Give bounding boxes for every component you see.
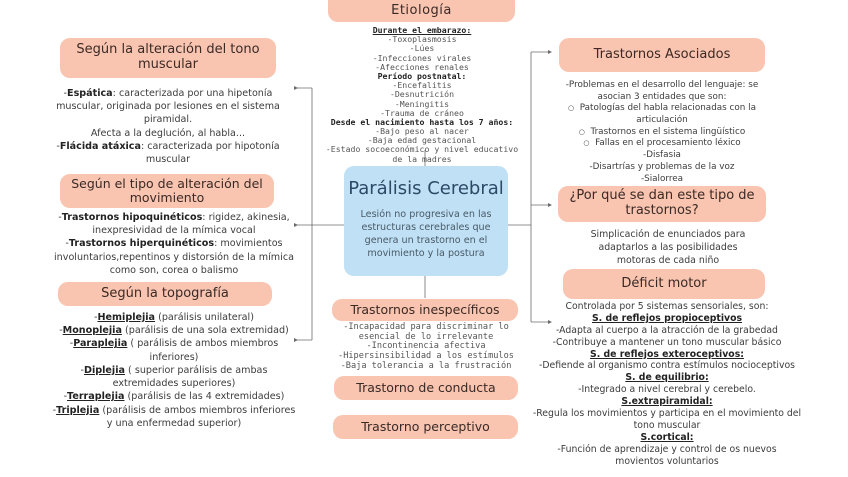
etiologia-item: -Trauma de cráneo (380, 107, 464, 118)
topo-item: -Paraplejia ( parálisis de ambos miembro… (69, 338, 279, 363)
tipo-title: Según el tipo de alteración del movimien… (60, 174, 274, 208)
tono-content: -Espática: caracterizada por una hipeton… (48, 87, 288, 166)
asociados-title: Trastornos Asociados (559, 38, 765, 72)
inesp-item: -Hipersinsibilidad a los estímulos (338, 350, 514, 361)
deficit-content: Controlada por 5 sistemas sensoriales, s… (532, 301, 802, 467)
etiologia-item: -Baja edad gestacional (367, 135, 477, 146)
tono-title: Según la alteración del tono muscular (60, 38, 276, 78)
deficit-item: -Defiende al organismo contra estímulos … (538, 360, 796, 372)
deficit-intro: Controlada por 5 sistemas sensoriales, s… (565, 301, 769, 312)
tono-espatica: -Espática: caracterizada por una hipeton… (56, 88, 280, 126)
topo-content: -Hemiplejia (parálisis unilateral) -Mono… (52, 311, 296, 430)
tipo-hipoquineticos: -Trastornos hipoquinéticos: rigidez, aki… (58, 212, 290, 237)
etiologia-item: -Toxoplasmosis (387, 34, 457, 45)
conducta-title: Trastorno de conducta (334, 376, 518, 400)
etiologia-item: -Encefalitis (392, 80, 452, 91)
inesp-item: -Incapacidad para discriminar lo esencia… (343, 322, 509, 342)
tipo-hiperquineticos: -Trastornos hiperquinéticos: movimientos… (54, 238, 294, 276)
etiologia-heading-embarazo: Durante el embarazo: (372, 25, 472, 35)
etiologia-item: -Afecciones renales (375, 61, 469, 72)
deficit-system-propioceptivos: S. de reflejos propioceptivos (591, 312, 743, 324)
asociados-content: -Problemas en el desarrollo del lenguaje… (554, 80, 770, 185)
deficit-system-exteroceptivos: S. de reflejos exteroceptivos: (590, 348, 744, 360)
topo-item: -Diplejia ( superior parálisis de ambas … (80, 364, 268, 390)
asociados-item: -Disartrías y problemas de la voz (589, 161, 735, 172)
porque-content: Simplicación de enunciados para adaptarl… (590, 229, 746, 266)
deficit-system-equilibrio: S. de equilibrio: (625, 372, 709, 384)
asociados-intro: -Problemas en el desarrollo del lenguaje… (565, 80, 759, 102)
deficit-title: Déficit motor (563, 269, 765, 299)
inesp-item: -Baja tolerancia a la frustración (340, 360, 512, 371)
inesp-item: -Incontinencia afectiva (366, 341, 486, 352)
etiologia-item: -Infecciones virales (372, 52, 472, 63)
asociados-item: -Sialorrea (640, 173, 684, 184)
etiologia-item: -Desnutrición (389, 89, 455, 100)
etiologia-item: -Estado socoeconómico y nivel educativo … (325, 144, 519, 164)
etiologia-content: Durante el embarazo: -Toxoplasmosis -Lúe… (322, 25, 522, 164)
topo-item: -Terraplejia (parálisis de las 4 extremi… (63, 391, 285, 403)
deficit-item: -Integrado a nivel cerebral y cerebelo. (578, 384, 756, 396)
asociados-bullet: ○ Fallas en el procesamiento léxico (583, 138, 741, 149)
center-title: Parálisis Cerebral (348, 178, 504, 199)
etiologia-heading-postnatal: Período postnatal: (377, 70, 467, 81)
tipo-content: -Trastornos hipoquinéticos: rigidez, aki… (52, 211, 296, 277)
center-description: Lesión no progresiva en las estructuras … (360, 209, 492, 259)
deficit-system-cortical: S.cortical: (640, 431, 694, 443)
deficit-item: -Función de aprendizaje y control de os … (557, 443, 777, 467)
etiologia-item: -Lúes (409, 43, 435, 54)
etiologia-title: Etiología (328, 0, 515, 22)
perceptivo-title: Trastorno perceptivo (333, 415, 518, 439)
deficit-item: -Regula los movimientos y participa en e… (532, 408, 802, 431)
asociados-bullet: ○ Trastornos en el sistema lingüístico (578, 126, 746, 137)
deficit-item: -Adapta al cuerpo a la atracción de la g… (556, 324, 778, 336)
etiologia-item: -Bajo peso al nacer (375, 126, 469, 137)
tono-espatica-extra: Afecta a la deglución, al habla... (90, 127, 246, 139)
topo-item: -Monoplejia (parálisis de una sola extre… (59, 325, 289, 337)
center-node: Parálisis Cerebral Lesión no progresiva … (344, 166, 508, 276)
topo-item: -Hemiplejia (parálisis unilateral) (94, 312, 254, 323)
etiologia-heading-nacimiento: Desde el nacimiento hasta los 7 años: (330, 116, 514, 127)
deficit-system-extrapiramidal: S.extrapiramidal: (621, 396, 713, 408)
asociados-item: -Disfasia (643, 150, 681, 161)
inesp-content: -Incapacidad para discriminar lo esencia… (336, 322, 516, 371)
topo-item: -Triplejia (parálisis de ambos miembros … (52, 404, 296, 429)
tono-flacida: -Flácida atáxica: caracterizada por hipo… (56, 140, 280, 166)
asociados-bullet: ○ Patologías del habla relacionadas con … (568, 103, 756, 126)
deficit-item: -Contribuye a mantener un tono muscular … (552, 336, 782, 348)
inesp-title: Trastornos inespecíficos (332, 299, 518, 321)
etiologia-item: -Meningitis (394, 98, 450, 109)
porque-title: ¿Por qué se dan este tipo de trastornos? (558, 186, 766, 222)
topo-title: Según la topografía (58, 282, 272, 306)
